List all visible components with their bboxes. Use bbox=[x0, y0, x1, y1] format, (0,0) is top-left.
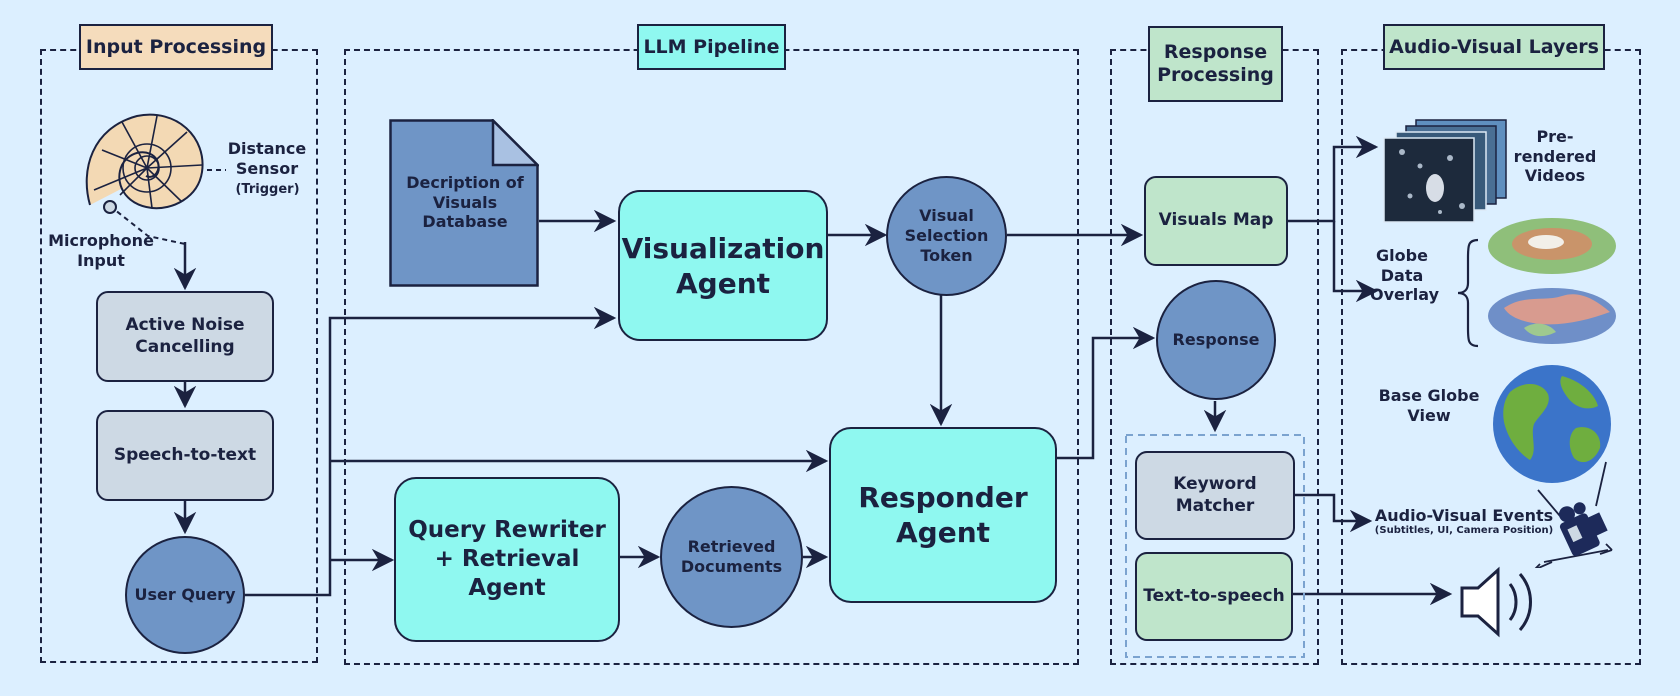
globe-data-overlay-label: Globe Data Overlay bbox=[1370, 246, 1439, 305]
speech-group-frame bbox=[1125, 434, 1305, 658]
trigger-label: (Trigger) bbox=[235, 182, 300, 197]
nautilus-shell-icon bbox=[85, 113, 204, 214]
speaker-icon bbox=[1460, 566, 1532, 638]
speech-to-text-box: Speech-to-text bbox=[96, 410, 274, 501]
globe-icon bbox=[1493, 365, 1611, 483]
audio-visual-events-sub: (Subtitles, UI, Camera Position) bbox=[1374, 525, 1554, 536]
active-noise-cancelling-box: Active Noise Cancelling bbox=[96, 291, 274, 382]
visual-selection-token-node: Visual Selection Token bbox=[886, 176, 1007, 296]
distance-sensor-label: Distance Sensor bbox=[227, 139, 307, 178]
globe-overlay-icon bbox=[1488, 218, 1616, 344]
keyword-matcher-box: Keyword Matcher bbox=[1135, 451, 1295, 540]
video-stack-icon bbox=[1383, 119, 1507, 223]
response-node: Response bbox=[1156, 280, 1276, 400]
visuals-database-label: Decription of Visuals Database bbox=[406, 173, 524, 232]
responder-agent-box: Responder Agent bbox=[829, 427, 1057, 603]
llm-pipeline-title: LLM Pipeline bbox=[637, 24, 786, 70]
retrieved-documents-node: Retrieved Documents bbox=[660, 486, 803, 628]
user-query-node: User Query bbox=[125, 536, 245, 654]
query-rewriter-box: Query Rewriter + Retrieval Agent bbox=[394, 477, 620, 642]
input-processing-title: Input Processing bbox=[79, 24, 273, 70]
visuals-map-box: Visuals Map bbox=[1144, 176, 1288, 266]
camera-icon bbox=[1534, 461, 1613, 568]
overlay-brace-icon bbox=[1457, 238, 1479, 348]
microphone-input-label: Microphone Input bbox=[48, 231, 154, 270]
base-globe-view-label: Base Globe View bbox=[1378, 386, 1480, 425]
audio-visual-events-label: Audio-Visual Events bbox=[1374, 506, 1554, 525]
visualization-agent-box: Visualization Agent bbox=[618, 190, 828, 341]
text-to-speech-box: Text-to-speech bbox=[1135, 552, 1293, 641]
document-icon bbox=[389, 119, 539, 287]
audio-visual-title: Audio-Visual Layers bbox=[1383, 24, 1605, 70]
response-processing-title: Response Processing bbox=[1148, 26, 1283, 102]
pre-rendered-videos-label: Pre-rendered Videos bbox=[1513, 127, 1597, 186]
